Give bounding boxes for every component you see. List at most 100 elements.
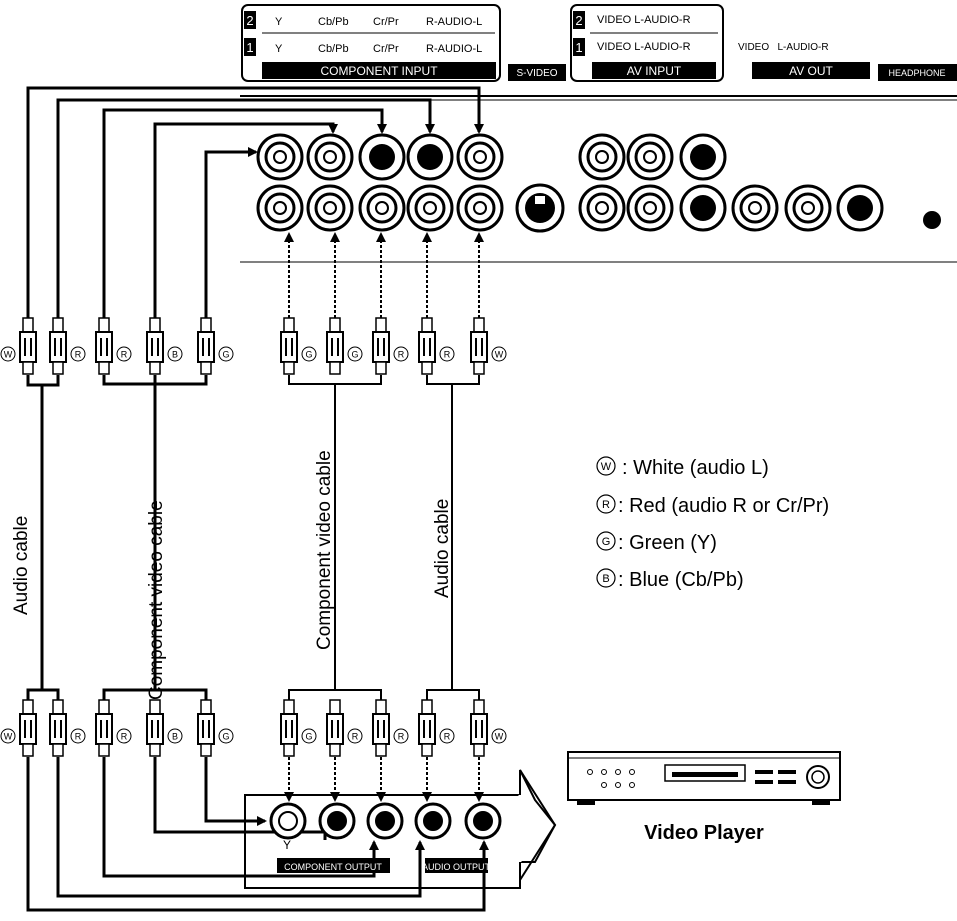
svg-text:: Green (Y): : Green (Y) (618, 532, 717, 554)
svg-text:AV OUT: AV OUT (789, 64, 833, 78)
svg-text:: White (audio L): : White (audio L) (622, 457, 769, 479)
row1-cr: Cr/Pr (373, 43, 399, 55)
plug-bottom-1: W (0, 699, 37, 757)
player-output-jack-2 (318, 802, 356, 840)
plug-bottom-4: B (146, 699, 183, 757)
av-input-label-box: 2 1 VIDEO L-AUDIO-R VIDEO L-AUDIO-R AV I… (570, 4, 724, 82)
av-jack-4 (731, 184, 779, 232)
plug-top-3: R (95, 317, 132, 375)
component-cable-mid-top (288, 375, 382, 385)
av-jack-1 (578, 184, 626, 232)
plug-bottom-5: G (197, 699, 234, 757)
plug-top-5: G (197, 317, 234, 375)
cable-return-2 (153, 757, 327, 840)
plug-bottom-8: R (372, 699, 409, 757)
audio-cable-label-left: Audio cable (11, 516, 32, 615)
s-video-label: S-VIDEO (508, 64, 566, 81)
headphone-label: HEADPHONE (878, 64, 957, 81)
audio-cable-left-body (26, 375, 44, 700)
svg-text:G: G (222, 732, 229, 742)
row2-audio: R-AUDIO-L (426, 16, 482, 28)
tv-jack-group (256, 133, 884, 232)
svg-text:R: R (352, 732, 359, 742)
av-jack-3 (679, 184, 727, 232)
tv-jack-row1-5 (456, 184, 504, 232)
svg-text:R: R (398, 732, 405, 742)
plug-top-8: R (372, 317, 409, 375)
plug-bottom-10: W (470, 699, 507, 757)
cable-route-1 (26, 86, 484, 318)
player-output-panel: Y COMPONENT OUTPUT AUDIO OUTPUT (244, 769, 557, 889)
video-player-label: Video Player (644, 822, 764, 844)
cable-return-1 (204, 757, 267, 826)
row1-y: Y (275, 43, 283, 55)
row1-number: 1 (246, 40, 253, 55)
svg-text:R: R (398, 350, 405, 360)
s-video-jack (515, 183, 565, 233)
svg-text:W: W (495, 732, 504, 742)
av-input2-jack-1 (578, 133, 626, 181)
svg-text:B: B (602, 573, 609, 585)
tv-jack-row2-3 (358, 133, 406, 181)
svg-text:R: R (75, 732, 82, 742)
component-input-title: COMPONENT INPUT (320, 64, 438, 78)
plug-bottom-9: R (418, 699, 455, 757)
row2-cb: Cb/Pb (318, 16, 349, 28)
component-cable-label-left: Component video cable (146, 500, 167, 700)
svg-text:W: W (4, 350, 13, 360)
cable-route-4 (153, 122, 338, 318)
plug-bottom-3: R (95, 699, 132, 757)
svg-text:1: 1 (575, 40, 582, 55)
plug-top-9: R (418, 317, 455, 375)
audio-cable-left-join-bottom (42, 688, 60, 700)
component-cable-mid-bottom (288, 689, 382, 700)
av-jack-6 (836, 184, 884, 232)
svg-text:R: R (444, 732, 451, 742)
player-output-jack-1 (269, 802, 307, 840)
row2-y: Y (275, 16, 283, 28)
plug-top-6: G (280, 317, 317, 375)
component-input-label-box: 2 1 Y Cb/Pb Cr/Pr R-AUDIO-L Y Cb/Pb Cr/P… (241, 4, 501, 82)
tv-jack-row1-4 (406, 184, 454, 232)
plug-bottom-7: R (326, 699, 363, 757)
svg-text:B: B (172, 350, 178, 360)
player-output-jack-5 (464, 802, 502, 840)
tv-jack-row1-1 (256, 184, 304, 232)
plug-top-2: R (49, 317, 86, 375)
tv-jack-row2-1 (256, 133, 304, 181)
legend-item-red: R : Red (audio R or Cr/Pr) (596, 494, 829, 517)
tv-jack-row2-4 (406, 133, 454, 181)
legend-item-green: G : Green (Y) (596, 531, 717, 554)
plug-top-1: W (0, 317, 37, 375)
av-input2-jack-2 (626, 133, 674, 181)
plug-top-4: B (146, 317, 183, 375)
svg-text:: Blue (Cb/Pb): : Blue (Cb/Pb) (618, 569, 744, 591)
component-output-label: COMPONENT OUTPUT (284, 862, 382, 872)
svg-text:G: G (351, 350, 358, 360)
video-player-device (567, 751, 841, 805)
tv-jack-row2-2 (306, 133, 354, 181)
player-output-jacks (269, 802, 502, 840)
cable-route-3 (102, 108, 387, 318)
svg-text:2: 2 (575, 13, 582, 28)
tv-jack-row1-3 (358, 184, 406, 232)
y-output-label: Y (283, 838, 291, 852)
svg-text:G: G (305, 350, 312, 360)
av-jack-2 (626, 184, 674, 232)
svg-text:VIDEO L-AUDIO-R: VIDEO L-AUDIO-R (738, 42, 829, 53)
component-cable-label-mid: Component video cable (314, 450, 335, 650)
cable-route-2 (56, 98, 435, 318)
audio-cable-left-join-top (42, 375, 60, 387)
tv-jack-row1-2 (306, 184, 354, 232)
svg-text:G: G (222, 350, 229, 360)
svg-text:R: R (121, 350, 128, 360)
legend-item-blue: B : Blue (Cb/Pb) (596, 568, 744, 591)
audio-cable-mid-top (426, 375, 480, 385)
av-out-label: VIDEO L-AUDIO-R AV OUT (738, 42, 870, 79)
av-jack-5 (784, 184, 832, 232)
svg-text:R: R (444, 350, 451, 360)
svg-text:R: R (75, 350, 82, 360)
cable-return-4 (56, 757, 425, 898)
